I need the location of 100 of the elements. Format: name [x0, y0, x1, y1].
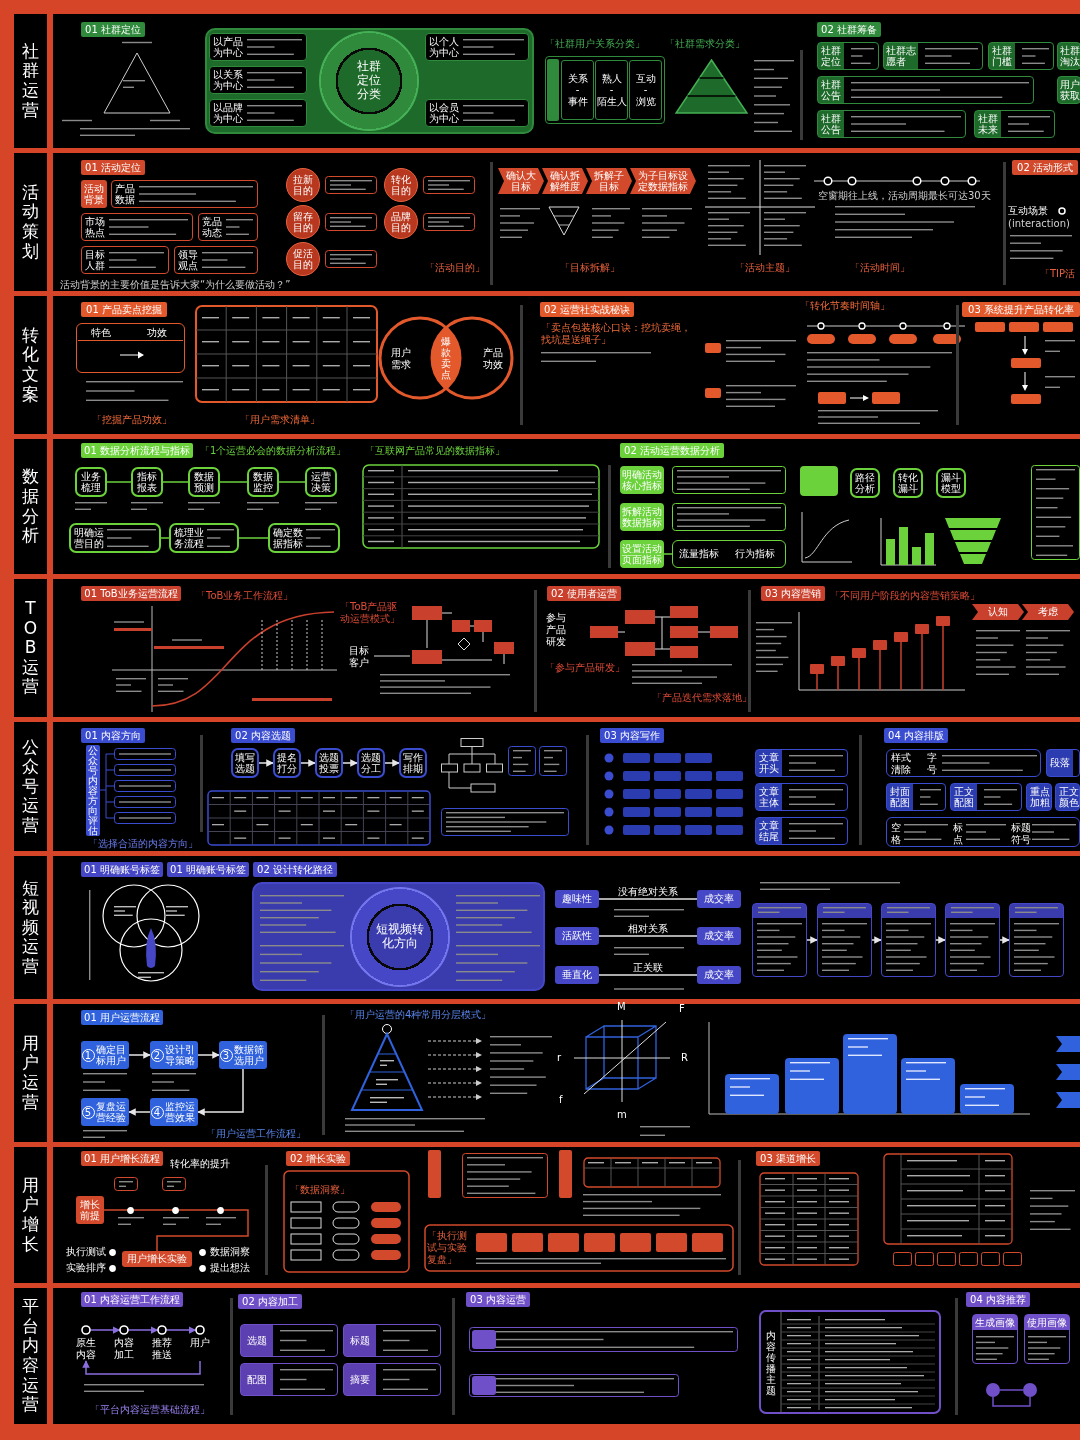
chevron-step: 确认拆解维度 [542, 168, 588, 194]
label-box: 成交率 [697, 890, 741, 908]
row-heading: 数据分析 [14, 439, 47, 574]
content-box: 封面配图 [886, 783, 946, 811]
label-box: 成交率 [697, 966, 741, 984]
row-heading: 社群运营 [14, 14, 47, 148]
content-box: 重点加粗 [1026, 783, 1052, 811]
metric-box: 拆解活动数据指标 [620, 503, 664, 531]
arrow [197, 1051, 220, 1059]
row-heading: 活动策划 [14, 153, 47, 291]
profile-box: 使用画像 [1024, 1314, 1070, 1364]
content-box: 配图 [240, 1363, 338, 1396]
step-box: 提名打分 [273, 748, 301, 778]
category-cell [595, 60, 628, 120]
section-caption: 「用户运营的4种常用分层模式」 [345, 1009, 492, 1021]
section-tag: 01 明确账号标签 [81, 862, 163, 877]
vertical-caption: 内容传播主题 [765, 1330, 777, 1396]
connector-line [598, 898, 698, 900]
step-box: 业务梳理 [75, 467, 107, 497]
section-caption: 「用户运营工作流程」 [206, 1128, 306, 1140]
section-tag: 01 用户运营流程 [81, 1010, 163, 1025]
box-text: 样式清除 [891, 752, 912, 775]
step-box: 数据监控 [247, 467, 279, 497]
arrow [871, 936, 882, 944]
content-box: 正文颜色 [1055, 783, 1080, 811]
axis-letter: f [559, 1094, 563, 1106]
section-tag: 02 内容选题 [231, 728, 295, 743]
section-caption: 「不同用户阶段的内容营销策略」 [830, 590, 980, 602]
step-caption: 原生内容 [75, 1337, 97, 1360]
section-tag: 01 产品卖点挖掘 [81, 302, 167, 317]
content-box: 用户获取 [1057, 76, 1080, 104]
content-box: 文章开头 [755, 749, 848, 777]
arrow [258, 759, 274, 767]
content-box: 以产品为中心 [209, 33, 307, 61]
step-box: 梳理业务流程 [169, 523, 239, 553]
section-caption: 「互联网产品常见的数据指标」 [365, 445, 505, 457]
axis-letter: F [679, 1003, 685, 1015]
section-caption: 「执行测试与实验复盘」 [427, 1230, 468, 1266]
content-box: 摘要 [343, 1363, 441, 1396]
content-box [886, 817, 1080, 847]
arrow [935, 936, 946, 944]
cell-text: - [575, 84, 580, 96]
label-box: 活跃性 [555, 927, 599, 945]
arrow [82, 1360, 201, 1375]
section-tag: 01 数据分析流程与指标 [81, 443, 193, 458]
section-tag: 03 内容写作 [600, 728, 664, 743]
step-caption: 用户 [189, 1337, 211, 1349]
section-tag: 02 使用者运营 [547, 586, 621, 601]
axis-letter: m [617, 1109, 627, 1121]
step-box: 漏斗模型 [936, 468, 966, 498]
content-box: 以品牌为中心 [209, 99, 307, 127]
row-heading: 短视频运营 [14, 856, 47, 999]
outline-panel [545, 56, 665, 124]
content-box: 领导观点 [174, 246, 258, 274]
flow-text: 实验排序 [66, 1262, 106, 1274]
flow-text: 目标客户 [348, 645, 370, 669]
step-caption: 内容加工 [113, 1337, 135, 1360]
section-caption: 「ToB产品驱动运营模式」 [340, 601, 401, 625]
content-box: 标题 [343, 1324, 441, 1357]
section-tag: 02 内容加工 [238, 1294, 302, 1309]
flow-text: 数据洞察 [210, 1246, 250, 1258]
section-tag: 04 内容排版 [884, 728, 948, 743]
axis-letter: R [681, 1052, 688, 1064]
cell-text: 关系 [567, 72, 588, 85]
flow-text: 转化率的提升 [170, 1158, 230, 1170]
step-box: 数据预测 [188, 467, 220, 497]
content-box: 文章主体 [755, 783, 848, 811]
content-box: 以个人为中心 [425, 33, 529, 61]
content-box [672, 540, 786, 568]
row-heading: 转化文案 [14, 296, 47, 434]
section-caption: 「产品迭代需求落地」 [652, 692, 752, 704]
row-heading: 公众号运营 [14, 722, 47, 851]
flow-text: 参与产品研发 [545, 612, 567, 648]
section-tag: 03 渠道增长 [756, 1151, 820, 1166]
section-caption: 「TIP活 [1040, 268, 1076, 280]
flow-text: 执行测试 [66, 1246, 106, 1258]
panel [252, 882, 545, 991]
step-box: 选题分工 [357, 748, 385, 778]
section-caption: 「活动主题」 [735, 262, 795, 274]
section-caption: 「活动时间」 [850, 262, 910, 274]
connector-line [219, 481, 248, 483]
connector-line [598, 974, 698, 976]
edge-label: 没有绝对关系 [616, 886, 680, 897]
panel [205, 28, 534, 134]
row-heading: 用户增长 [14, 1147, 47, 1283]
label-box: 用户增长实验 [122, 1251, 192, 1267]
content-box [76, 323, 185, 373]
content-box: 竞品动态 [198, 213, 258, 241]
chevron-step: 考虑 [1022, 604, 1074, 620]
box-text: 功效 [147, 327, 168, 339]
arrow [300, 759, 316, 767]
category-cell [561, 60, 594, 120]
connector-line [106, 481, 132, 483]
section-tag: 01 用户增长流程 [81, 1151, 163, 1166]
content-box: 以会员为中心 [425, 99, 529, 127]
section-tag: 01 活动定位 [81, 160, 145, 175]
box-text: 行为指标 [735, 548, 776, 560]
content-box: 段落 [1046, 749, 1080, 777]
connector-line [663, 553, 673, 555]
step-box: 写作排期 [399, 748, 427, 778]
